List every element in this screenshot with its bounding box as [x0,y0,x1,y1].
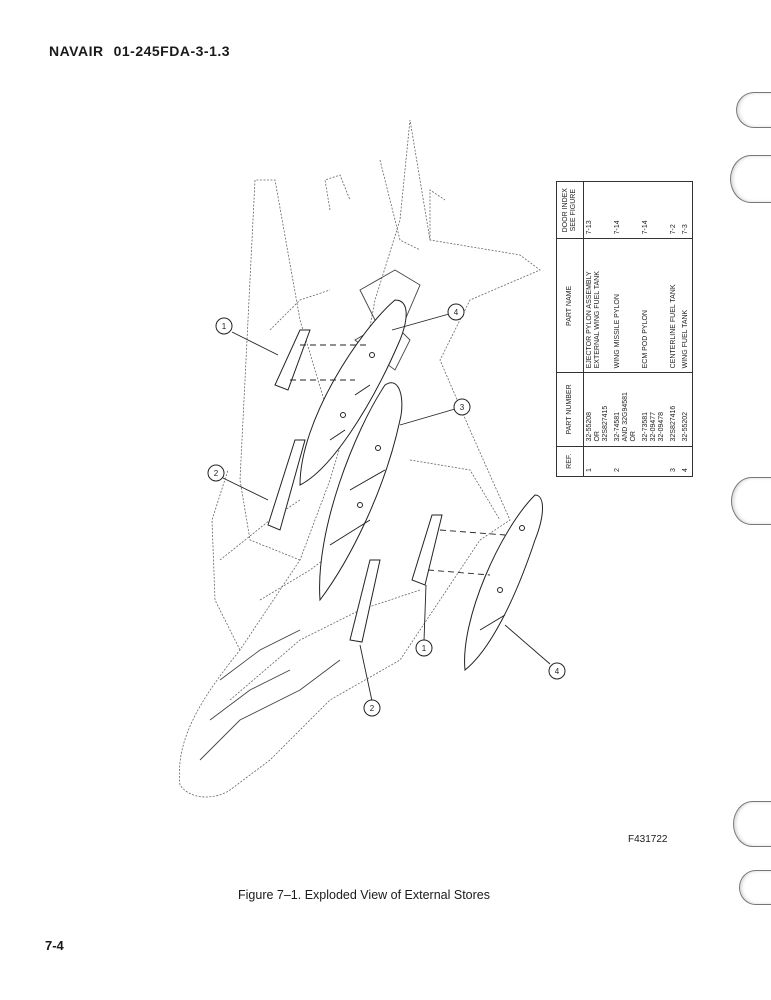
row-part-names: WING MISSILE PYLON [612,238,640,373]
callout-1-upper: 1 [215,317,233,335]
binder-hole-bottom [739,870,771,905]
callout-2-lower: 2 [363,699,381,717]
pylon-2-lower [349,559,381,643]
part-number: 32-55208 [586,411,593,442]
svg-text:4: 4 [555,667,560,676]
parts-table-container: REF. PART NUMBER PART NAME DOOR INDEX SE… [556,181,693,477]
pylon-2-upper [267,439,306,531]
attach-lines [290,344,506,576]
parts-table-header-row: REF. PART NUMBER PART NAME DOOR INDEX SE… [556,181,584,477]
header-part-number: PART NUMBER [556,372,584,447]
part-number: 32-09478 [658,411,665,442]
row-figures: 7-3 [680,181,693,239]
store-4-upper-wing-tank [299,299,407,486]
header-part-name: PART NAME [556,238,584,373]
pylon-1-upper [274,329,311,391]
row-ref: 3 [668,446,680,477]
store-4-lower-wing-tank [464,494,543,671]
header-org: NAVAIR [49,43,104,59]
document-header: NAVAIR 01-245FDA-3-1.3 [49,43,230,59]
table-row: 32-73581 32-09477 32-09478 ECM POD PYLON… [640,181,668,477]
leader-lines [222,313,551,702]
part-number: 32S827415 [602,405,609,442]
row-ref: 1 [583,446,612,477]
part-name: CENTERLINE FUEL TANK [670,284,677,369]
row-figures: 7-14 [640,181,668,239]
figure-ref: 7-2 [670,224,677,235]
svg-text:1: 1 [222,322,227,331]
table-row: 4 32-55202 WING FUEL TANK 7-3 [680,181,693,477]
svg-text:4: 4 [454,308,459,317]
part-number: 32-55202 [682,411,689,442]
binder-hole-middle [731,477,771,525]
row-part-names: CENTERLINE FUEL TANK [668,238,680,373]
binder-hole-lower [733,801,771,847]
figure-ref: 7-14 [642,220,649,235]
callout-2-upper: 2 [207,464,225,482]
part-number: 32-74581 [614,411,621,442]
figure-ref: 7-3 [682,224,689,235]
parts-table: REF. PART NUMBER PART NAME DOOR INDEX SE… [556,181,693,477]
part-number: OR [630,431,637,442]
part-name: EXTERNAL WING FUEL TANK [594,271,601,369]
row-part-names: ECM POD PYLON [640,238,668,373]
row-part-numbers: 32-73581 32-09477 32-09478 [640,372,668,447]
header-door-index: DOOR INDEX SEE FIGURE [556,181,584,239]
svg-text:2: 2 [370,704,375,713]
figure-caption: Figure 7–1. Exploded View of External St… [238,888,490,902]
row-figures: 7-2 [668,181,680,239]
row-part-numbers: 32-55208 OR 32S827415 [583,372,612,447]
part-name: WING MISSILE PYLON [614,294,621,369]
svg-text:2: 2 [214,469,219,478]
row-part-numbers: 32-55202 [680,372,693,447]
part-number: 32-73581 [642,411,649,442]
table-row: 3 32S827416 CENTERLINE FUEL TANK 7-2 [668,181,680,477]
header-door-index-line2: SEE FIGURE [570,189,577,232]
part-name: ECM POD PYLON [642,310,649,369]
table-row: 2 32-74581 AND 32G94581 OR WING MISSILE … [612,181,640,477]
callout-4-upper: 4 [447,303,465,321]
part-number: OR [594,431,601,442]
header-doc-code: 01-245FDA-3-1.3 [113,43,231,59]
header-door-index-line1: DOOR INDEX [562,188,569,233]
callout-1-lower: 1 [415,639,433,657]
header-ref: REF. [556,446,584,477]
callout-3: 3 [453,398,471,416]
pylons [267,329,443,643]
part-number: 32-09477 [650,411,657,442]
row-part-names: WING FUEL TANK [680,238,693,373]
figure-ref: 7-14 [614,220,621,235]
row-part-numbers: 32-74581 AND 32G94581 OR [612,372,640,447]
part-number: AND 32G94581 [622,392,629,442]
row-part-names: EJECTOR PYLON ASSEMBLY EXTERNAL WING FUE… [583,238,612,373]
row-ref: 4 [680,446,693,477]
store-3-centerline-tank [319,382,403,602]
svg-text:1: 1 [422,644,427,653]
row-figures: 7-14 [612,181,640,239]
pylon-1-lower [411,514,443,586]
row-figures: 7-13 [583,181,612,239]
row-ref: 2 [612,446,640,477]
binder-hole-upper [730,155,771,203]
binder-hole-top [736,92,771,128]
part-number: 32S827416 [670,405,677,442]
svg-text:3: 3 [460,403,465,412]
part-name: EJECTOR PYLON ASSEMBLY [586,271,593,369]
row-ref [640,446,668,477]
page-number: 7-4 [45,938,64,953]
callout-4-lower: 4 [548,662,566,680]
figure-ref: 7-13 [586,220,593,235]
callout-markers: 1 2 3 4 1 2 4 [207,303,566,717]
figure-identifier: F431722 [628,834,668,845]
table-row: 1 32-55208 OR 32S827415 EJECTOR PYLON AS… [583,181,612,477]
row-part-numbers: 32S827416 [668,372,680,447]
part-name: WING FUEL TANK [682,309,689,369]
